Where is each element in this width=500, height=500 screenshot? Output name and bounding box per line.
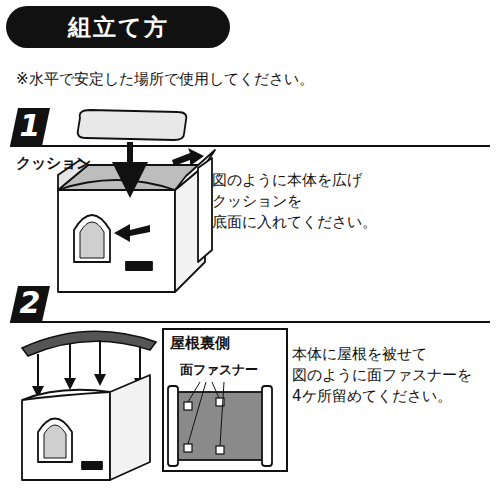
instruction: 図のように本体を広げ クッションを 底面に入れてください。 bbox=[212, 170, 442, 233]
spread-arrow bbox=[114, 224, 150, 242]
part-label: 面ファスナー bbox=[178, 362, 260, 379]
insert-arrow bbox=[127, 142, 133, 180]
roof bbox=[22, 331, 156, 356]
part-label: クッション bbox=[16, 154, 91, 174]
title: 組立て方 bbox=[6, 6, 230, 48]
step-number: 2 bbox=[15, 284, 45, 322]
inset-box: 屋根裏側 bbox=[162, 328, 288, 472]
instruction: 本体に屋根を被せて 図のように面ファスナーを 4ケ所留めてください。 bbox=[292, 344, 492, 407]
note: ※水平で安定した場所で使用してください。 bbox=[16, 70, 314, 90]
divider bbox=[10, 145, 490, 147]
divider bbox=[10, 321, 490, 323]
step-number: 1 bbox=[15, 106, 45, 146]
box-heading: 屋根裏側 bbox=[164, 330, 286, 358]
roof-underside bbox=[168, 386, 272, 466]
title-banner bbox=[6, 6, 230, 48]
cushion bbox=[78, 110, 187, 140]
spread-arrow bbox=[172, 148, 204, 166]
pet-house bbox=[22, 375, 150, 480]
leader-lines bbox=[188, 382, 224, 446]
place-arrows bbox=[38, 340, 140, 392]
